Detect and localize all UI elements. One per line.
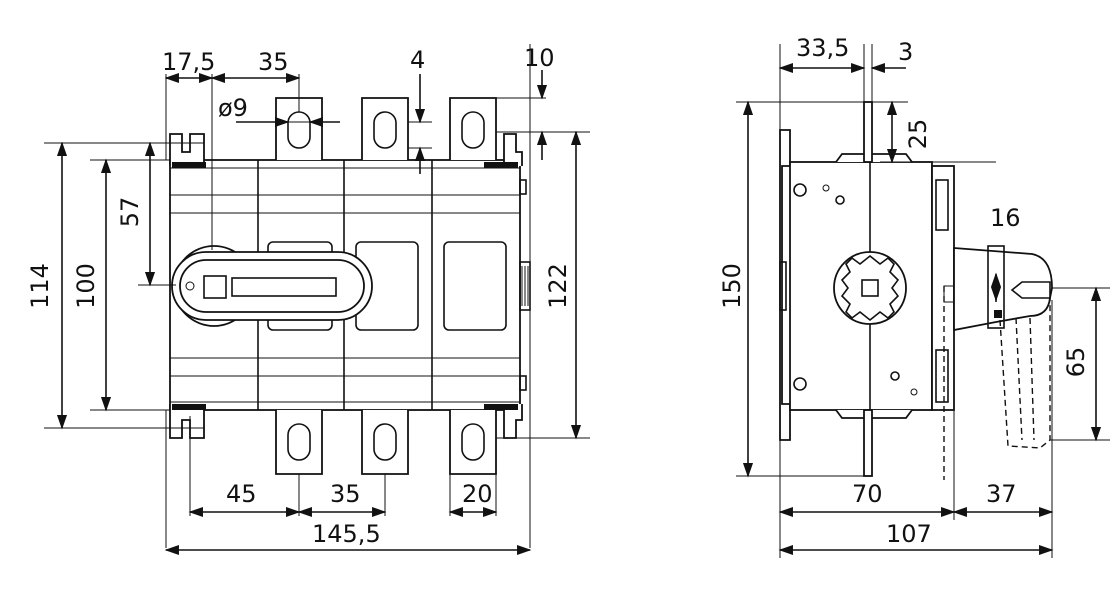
dim-10: 10 [524, 44, 555, 72]
dim-145-5: 145,5 [312, 520, 381, 548]
dim-35-top: 35 [258, 48, 289, 76]
dim-3: 3 [898, 38, 913, 66]
dim-100: 100 [72, 263, 100, 309]
dim-37: 37 [986, 480, 1017, 508]
dim-33-5: 33,5 [796, 34, 849, 62]
bottom-terminals [275, 410, 497, 475]
front-view: 17,5 35 ø9 4 10 114 100 57 122 45 35 20 … [26, 44, 590, 556]
side-view: 33,5 3 25 150 16 65 70 37 107 [718, 34, 1110, 558]
dim-hole-diameter: ø9 [218, 94, 248, 122]
dim-57: 57 [116, 197, 144, 228]
dim-107: 107 [886, 520, 932, 548]
dim-70: 70 [852, 480, 883, 508]
dim-20: 20 [462, 480, 493, 508]
dim-17-5: 17,5 [162, 48, 215, 76]
dim-4: 4 [410, 46, 425, 74]
dim-45: 45 [226, 480, 257, 508]
dim-65: 65 [1062, 347, 1090, 378]
rotary-handle [171, 245, 373, 327]
top-terminals [275, 97, 497, 160]
dim-122: 122 [544, 263, 572, 309]
dim-16: 16 [990, 204, 1021, 232]
dim-150: 150 [718, 263, 746, 309]
side-handle [953, 245, 1053, 332]
dim-35-bottom: 35 [330, 480, 361, 508]
dim-114: 114 [26, 263, 54, 309]
dim-25: 25 [904, 119, 932, 150]
